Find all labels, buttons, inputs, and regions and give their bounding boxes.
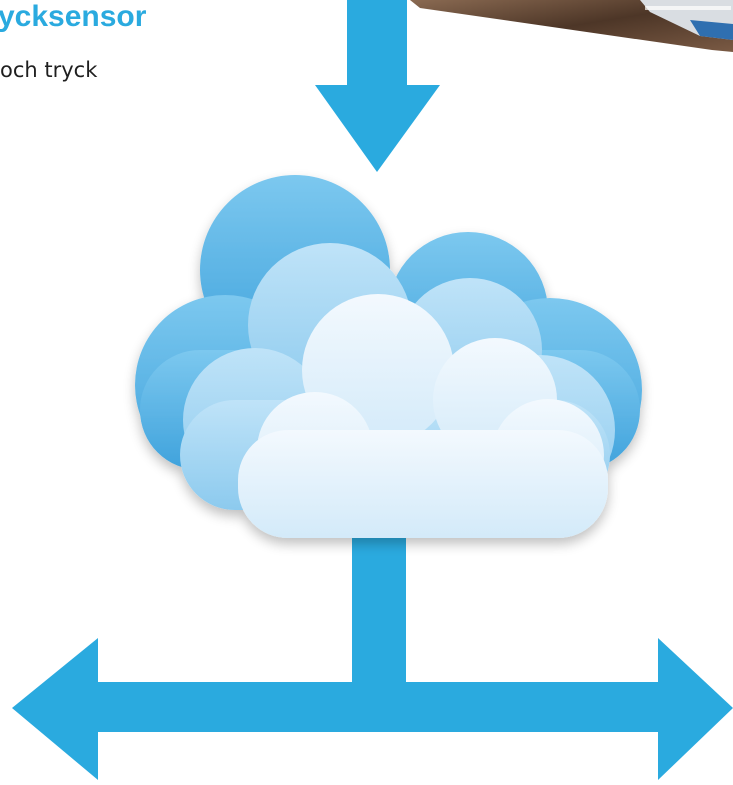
device-image xyxy=(410,0,733,52)
left-arrow xyxy=(12,638,98,780)
right-arrow xyxy=(658,638,733,780)
connector xyxy=(352,530,406,700)
down-arrow xyxy=(315,0,440,172)
cloud-icon xyxy=(135,175,642,538)
slide-subtitle: och tryck xyxy=(0,57,97,83)
slide-title: ycksensor xyxy=(0,0,146,34)
